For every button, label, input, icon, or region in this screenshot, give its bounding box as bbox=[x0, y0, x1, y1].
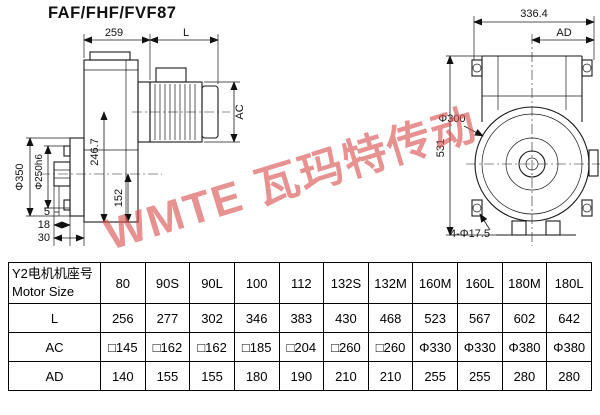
dim-cell: □260 bbox=[367, 332, 414, 362]
table-row-ad: AD 140 155 155 180 190 210 210 255 255 2… bbox=[8, 361, 592, 391]
dim-cell: □185 bbox=[233, 332, 280, 362]
mount-ear bbox=[581, 59, 593, 77]
bolt-hole bbox=[582, 63, 592, 73]
column-header: 180M bbox=[501, 262, 548, 304]
dim-cell: 155 bbox=[144, 361, 191, 391]
bolt-hole bbox=[472, 63, 482, 73]
output-flange bbox=[69, 137, 85, 217]
dim-cell: Φ380 bbox=[501, 332, 548, 362]
dim-cell: 430 bbox=[323, 303, 369, 333]
dim-cell: 255 bbox=[412, 361, 458, 391]
column-header: 160L bbox=[457, 262, 503, 304]
dim-152-label: 152 bbox=[113, 189, 125, 207]
dim-18-label: 18 bbox=[38, 219, 50, 231]
dim-cell: 383 bbox=[278, 303, 325, 333]
dim-cell: 346 bbox=[233, 303, 280, 333]
dim-336-4-label: 336.4 bbox=[520, 8, 548, 20]
dim-cell: Φ330 bbox=[457, 332, 503, 362]
column-header: 160M bbox=[412, 262, 458, 304]
dim-cell: □204 bbox=[278, 332, 325, 362]
dim-L-label: L bbox=[183, 27, 189, 39]
dim-cell: 155 bbox=[189, 361, 235, 391]
column-header: 112 bbox=[278, 262, 325, 304]
dim-cell: 180 bbox=[233, 361, 280, 391]
dim-cell: 140 bbox=[100, 361, 146, 391]
dim-phi300-label: Φ300 bbox=[438, 113, 465, 125]
motor-size-header: Y2电机机座号 Motor Size bbox=[8, 262, 101, 304]
technical-drawing: 259 L AC 246.7 152 Φ350 Φ250h6 bbox=[14, 8, 600, 246]
dim-246-7-label: 246.7 bbox=[89, 138, 101, 166]
terminal-box bbox=[155, 67, 187, 83]
dim-30-label: 30 bbox=[38, 232, 50, 244]
column-header: 90L bbox=[189, 262, 235, 304]
column-header: 132S bbox=[323, 262, 369, 304]
row-label: AD bbox=[8, 361, 101, 391]
column-header: 80 bbox=[100, 262, 146, 304]
dim-5-label: 5 bbox=[44, 206, 50, 218]
dim-cell: 190 bbox=[278, 361, 325, 391]
dim-cell: □162 bbox=[144, 332, 191, 362]
dim-cell: 302 bbox=[189, 303, 235, 333]
side-boss bbox=[588, 149, 599, 177]
mount-ear bbox=[581, 199, 593, 217]
dim-AD-label: AD bbox=[556, 27, 571, 39]
holes-leader bbox=[479, 213, 491, 231]
dim-cell: □260 bbox=[323, 332, 369, 362]
dim-cell: 210 bbox=[323, 361, 369, 391]
page-title: FAF/FHF/FVF87 bbox=[48, 4, 177, 22]
housing-top-step bbox=[89, 51, 131, 61]
dim-4-phi17-5-label: 4-Φ17.5 bbox=[450, 228, 490, 240]
dim-cell: 468 bbox=[367, 303, 414, 333]
dim-cell: 523 bbox=[412, 303, 458, 333]
dim-cell: 210 bbox=[367, 361, 414, 391]
table-header-row: Y2电机机座号 Motor Size 80 90S 90L 100 112 13… bbox=[8, 262, 592, 304]
column-header: 132M bbox=[367, 262, 414, 304]
row-label: L bbox=[8, 303, 101, 333]
dim-cell: 255 bbox=[457, 361, 503, 391]
column-header: 180L bbox=[546, 262, 592, 304]
dim-259-label: 259 bbox=[105, 27, 123, 39]
motor-dimension-table: Y2电机机座号 Motor Size 80 90S 90L 100 112 13… bbox=[8, 262, 592, 391]
dim-cell: 567 bbox=[457, 303, 503, 333]
dim-531-label: 531 bbox=[435, 139, 447, 157]
mount-ear bbox=[471, 59, 483, 77]
table-row-l: L 256 277 302 346 383 430 468 523 567 60… bbox=[8, 303, 592, 333]
dim-cell: 642 bbox=[546, 303, 592, 333]
dim-cell: □145 bbox=[100, 332, 146, 362]
side-view: 259 L AC 246.7 152 Φ350 Φ250h6 bbox=[14, 27, 246, 246]
bolt-hole bbox=[472, 203, 482, 213]
dim-cell: 280 bbox=[546, 361, 592, 391]
dim-cell: 277 bbox=[144, 303, 191, 333]
dim-AC-label: AC bbox=[234, 104, 246, 119]
dim-phi350-label: Φ350 bbox=[14, 163, 26, 190]
dim-cell: Φ330 bbox=[412, 332, 458, 362]
row-label: AC bbox=[8, 332, 101, 362]
dim-cell: Φ380 bbox=[546, 332, 592, 362]
dim-cell: 602 bbox=[501, 303, 548, 333]
table-row-ac: AC □145 □162 □162 □185 □204 □260 □260 Φ3… bbox=[8, 332, 592, 362]
motor-size-header-cn: Y2电机机座号 bbox=[12, 265, 93, 281]
foot bbox=[545, 220, 561, 236]
dim-cell: □162 bbox=[189, 332, 235, 362]
dim-phi250h6-label: Φ250h6 bbox=[34, 154, 45, 190]
motor-size-header-en: Motor Size bbox=[12, 284, 75, 299]
dim-cell: 256 bbox=[100, 303, 146, 333]
front-view: 336.4 AD 531 Φ300 4-Φ17.5 bbox=[435, 8, 600, 246]
phi300-leader bbox=[463, 125, 484, 137]
mount-ear bbox=[471, 199, 483, 217]
column-header: 90S bbox=[144, 262, 191, 304]
bolt-hole bbox=[582, 203, 592, 213]
foot bbox=[511, 220, 527, 236]
dim-cell: 280 bbox=[501, 361, 548, 391]
column-header: 100 bbox=[233, 262, 280, 304]
